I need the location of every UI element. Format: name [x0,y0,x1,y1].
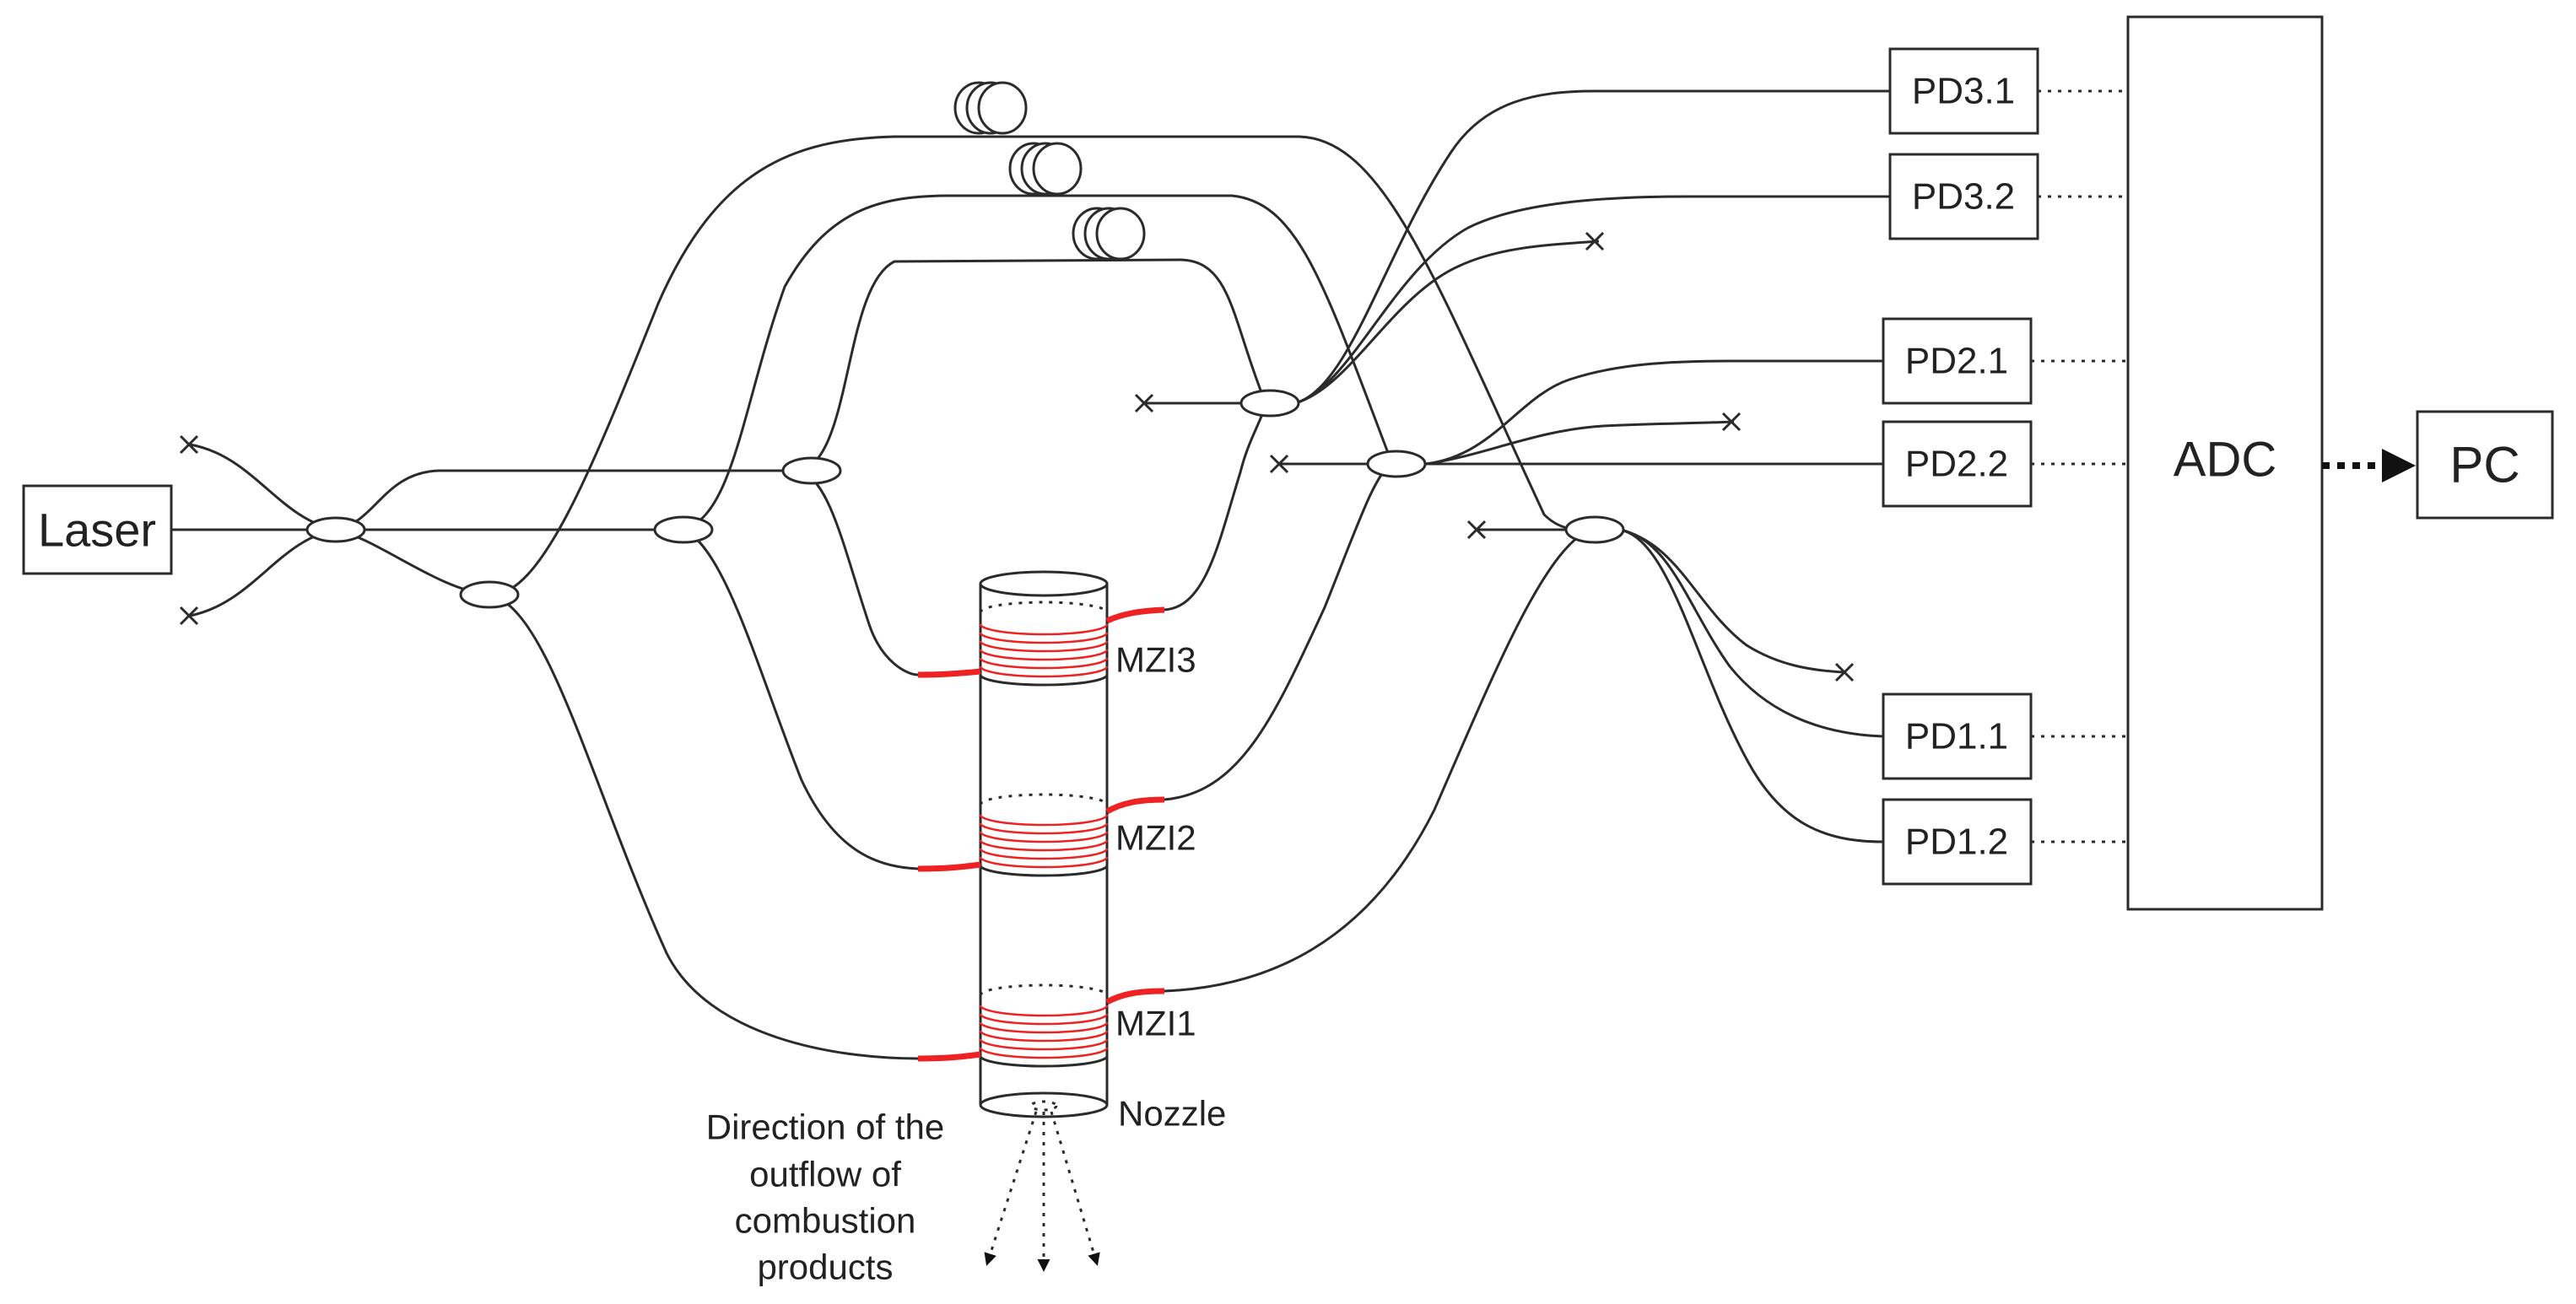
terminated-end-input-lower [179,606,199,626]
fiber-to-pd32 [1294,195,1890,405]
delay-coil-1 [953,81,1028,135]
terminated-end-c3-right [1585,231,1605,251]
terminated-end-c3-left [1134,393,1154,413]
adc-label: ADC [2174,433,2276,488]
pd32-box: PD3.2 [1888,153,2039,240]
fiber-to-pd12 [1619,528,1884,843]
chamber-top [979,570,1109,597]
pd21-box: PD2.1 [1882,317,2033,405]
signal-arm-mzi2 [683,528,919,870]
pd11-box: PD1.1 [1882,692,2033,780]
svg-text:PD3.1: PD3.1 [1912,71,2015,112]
flow-caption: Direction of the outflow of combustion p… [706,1107,944,1287]
combiner-3 [1239,389,1300,418]
splitter-upper [781,456,842,485]
svg-text:PD2.1: PD2.1 [1905,341,2008,382]
outflow-arrows [984,1111,1100,1272]
return-mzi1 [1164,528,1591,993]
fiber-to-pd31 [1294,89,1890,405]
nozzle-label: Nozzle [1118,1094,1226,1134]
delay-coil-3 [1072,207,1146,261]
terminated-end-c2-right [1721,412,1742,432]
pd-to-adc-links [2031,89,2128,843]
mzi2-label: MZI2 [1115,818,1196,858]
outflow-arrow-left [984,1111,1038,1266]
terminated-end-c1-right [1834,662,1855,682]
pd22-box: PD2.2 [1882,420,2033,508]
outflow-arrow-right [1050,1111,1100,1266]
pc-box: PC [2416,410,2554,520]
fiber-to-unused-1 [1619,528,1844,674]
reference-arm-2 [683,194,1394,531]
terminated-ends [179,231,1855,682]
return-mzi2 [1164,462,1393,801]
fiber-network [171,89,1890,1060]
input-coupler [305,516,366,543]
input-fiber-lower [189,528,337,617]
terminated-end-c2-left [1269,454,1289,474]
combiner-2 [1366,450,1427,478]
signal-arm-mzi1 [489,593,919,1060]
mzi3-label: MZI3 [1115,640,1196,680]
terminated-end-input-upper [179,434,199,455]
svg-text:PD1.1: PD1.1 [1905,716,2008,757]
laser-box: Laser [22,484,173,575]
sensing-coil-mzi2 [917,793,1165,877]
pd12-box: PD1.2 [1882,798,2033,886]
sensing-coil-mzi3 [917,601,1165,687]
adc-box: ADC [2126,15,2324,911]
chamber-bottom [979,1091,1109,1118]
mzi1-label: MZI1 [1115,1004,1196,1043]
svg-text:Direction of the: Direction of the [706,1107,944,1147]
combustion-chamber [979,570,1109,1118]
reference-arm-1 [489,135,1591,596]
combiner-1 [1564,515,1625,544]
pd31-box: PD3.1 [1888,47,2039,135]
terminated-end-c1-left [1466,520,1487,540]
fiber-to-unused-2 [1425,420,1735,466]
svg-text:PD1.2: PD1.2 [1905,822,2008,863]
splitter-middle [653,515,714,544]
fiber-to-pd11 [1619,528,1884,738]
signal-arm-mzi3 [801,469,919,676]
svg-text:PD3.2: PD3.2 [1912,176,2015,218]
pc-label: PC [2449,437,2519,493]
svg-text:combustion: combustion [735,1201,916,1241]
svg-text:outflow of: outflow of [749,1155,901,1194]
return-mzi3 [1164,402,1267,612]
splitter-lower [459,580,520,609]
delay-coil-2 [1008,142,1083,196]
reference-arm-3 [801,258,1267,472]
sensing-coil-mzi1 [917,983,1165,1068]
coupler0-to-coupler3 [335,528,490,596]
nozzle-opening [1029,1100,1058,1112]
fiber-to-pd21 [1425,359,1883,466]
svg-text:PD2.2: PD2.2 [1905,444,2008,485]
svg-text:products: products [757,1247,893,1287]
coupler0-to-upper-arm [335,469,802,531]
fiber-to-unused-3 [1294,240,1600,405]
laser-label: Laser [38,504,156,557]
input-fiber-upper [189,443,337,531]
